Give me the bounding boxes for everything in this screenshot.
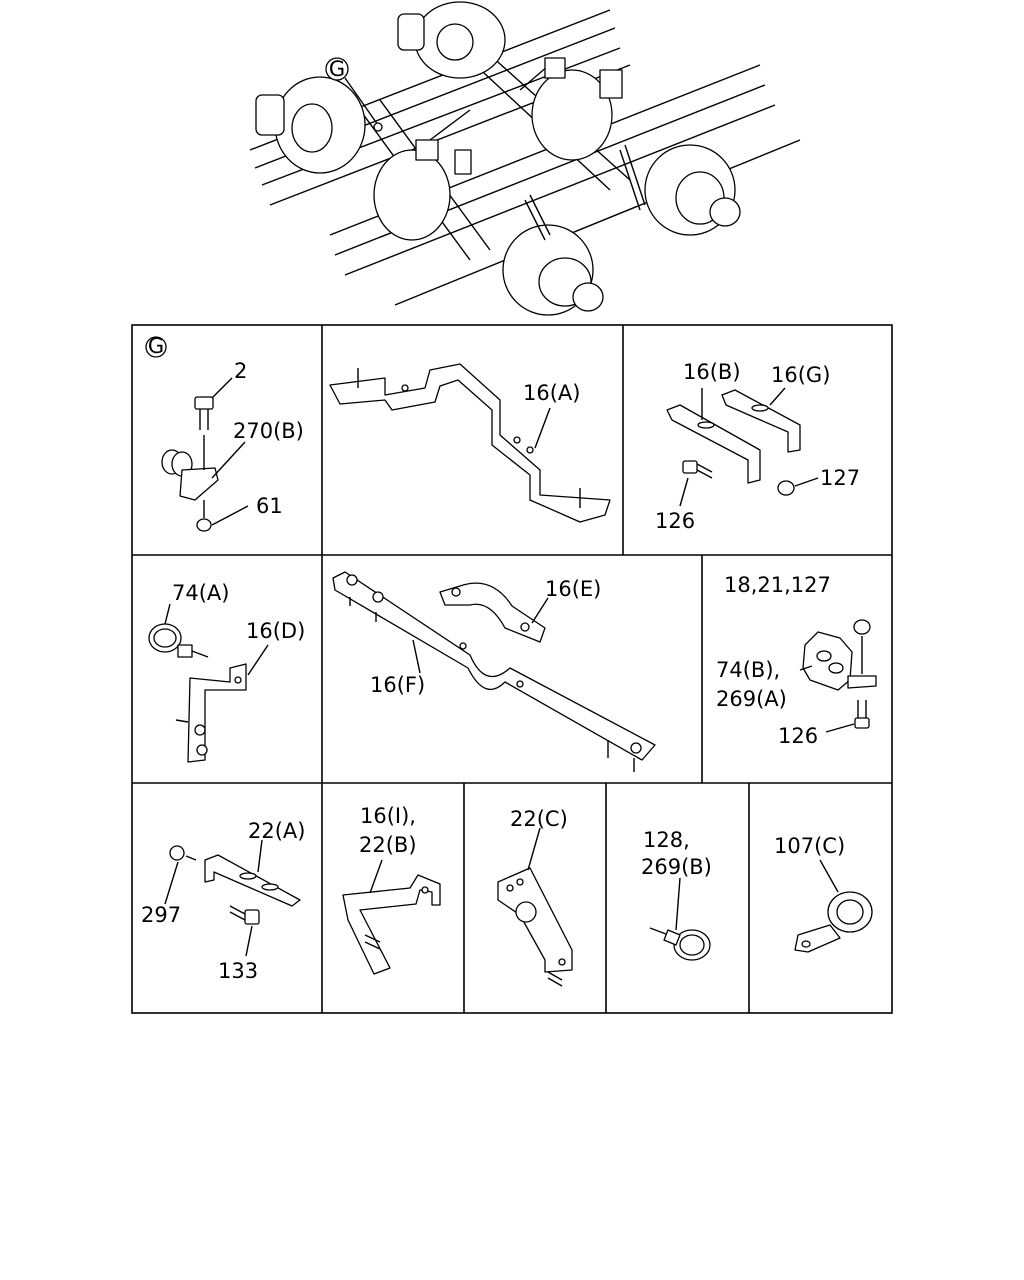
bolt-133-drawing [229,905,260,925]
axle-overview-illustration: G [249,1,801,316]
cell-clip-128: 128, 269(B) [641,828,712,961]
callout-16a: 16(A) [523,381,580,405]
callout-2: 2 [234,359,247,383]
cell-clip-107c: 107(C) [774,834,873,953]
callout-22b: 22(B) [359,833,417,857]
callout-297: 297 [141,903,181,927]
callout-16e: 16(E) [545,577,601,601]
callout-16d: 16(D) [246,619,305,643]
callout-16b: 16(B) [683,360,741,384]
cell-bracket-22a: 22(A) 297 133 [141,819,305,983]
callout-133: 133 [218,959,258,983]
differential-front [373,149,451,241]
clamp-270b-drawing [161,435,219,501]
callout-126: 126 [655,509,695,533]
callout-128: 128, [643,828,690,852]
callout-74b: 74(B), [716,658,780,682]
cell-clamp-block: 18,21,127 74(B), 269(A) 126 [716,573,877,748]
clip-107c-drawing [794,891,873,953]
bracket-16b-drawing [666,404,761,484]
cell-g-detail: G 2 270(B) 61 [145,334,304,532]
cell-bracket-22c: 22(C) [497,807,573,987]
bolt-126-drawing [682,460,713,479]
callout-16f: 16(F) [370,673,425,697]
bracket-16d-drawing [187,663,247,763]
clip-128-drawing [649,927,711,961]
callout-18-21-127: 18,21,127 [724,573,831,597]
wheel-hub-rear-top [397,1,506,79]
cell-bracket-ef: 16(E) 16(F) [332,571,656,772]
wheel-hub-front-bottom [502,224,604,316]
callout-22a: 22(A) [248,819,305,843]
overview-callout-g-circle [325,57,349,81]
callout-269a: 269(A) [716,687,787,711]
callout-22c: 22(C) [510,807,568,831]
bracket-22a-drawing [204,854,301,907]
overview-callout-g: G [329,57,345,81]
bracket-22c-drawing [497,867,573,973]
clamp-74a-drawing [148,623,209,658]
nut-297-drawing [169,845,185,861]
cell-bracket-a: 16(A) [329,363,611,523]
wheel-hub-front-right [644,144,741,236]
callout-16i: 16(I), [360,804,416,828]
callout-74a: 74(A) [172,581,229,605]
cell-marker-g-circle [145,336,167,358]
nut-127-top-drawing [853,619,871,635]
nut-61-drawing [196,500,212,532]
bolt-126-bottom-drawing [854,700,870,729]
callout-126-block: 126 [778,724,818,748]
wheel-hub-rear-left [255,76,366,174]
cell-marker-g: G [148,334,164,358]
callout-127: 127 [820,466,860,490]
differential-rear [531,69,613,161]
clamp-16e-drawing [439,582,546,643]
bolt-2-drawing [194,396,214,430]
bracket-16g-drawing [721,389,801,453]
cell-bracket-16i: 16(I), 22(B) [342,804,441,975]
bracket-16a-drawing [329,363,611,523]
callout-107c: 107(C) [774,834,845,858]
cell-bracket-bg: 16(B) 16(G) 127 126 [655,360,860,533]
parts-grid [131,324,893,1014]
callout-269b: 269(B) [641,855,712,879]
callout-16g: 16(G) [771,363,830,387]
callout-61: 61 [256,494,283,518]
bracket-16f-drawing [332,571,656,761]
cell-bracket-d: 74(A) 16(D) [148,581,305,763]
callout-270b: 270(B) [233,419,304,443]
nut-127-drawing [777,480,795,496]
